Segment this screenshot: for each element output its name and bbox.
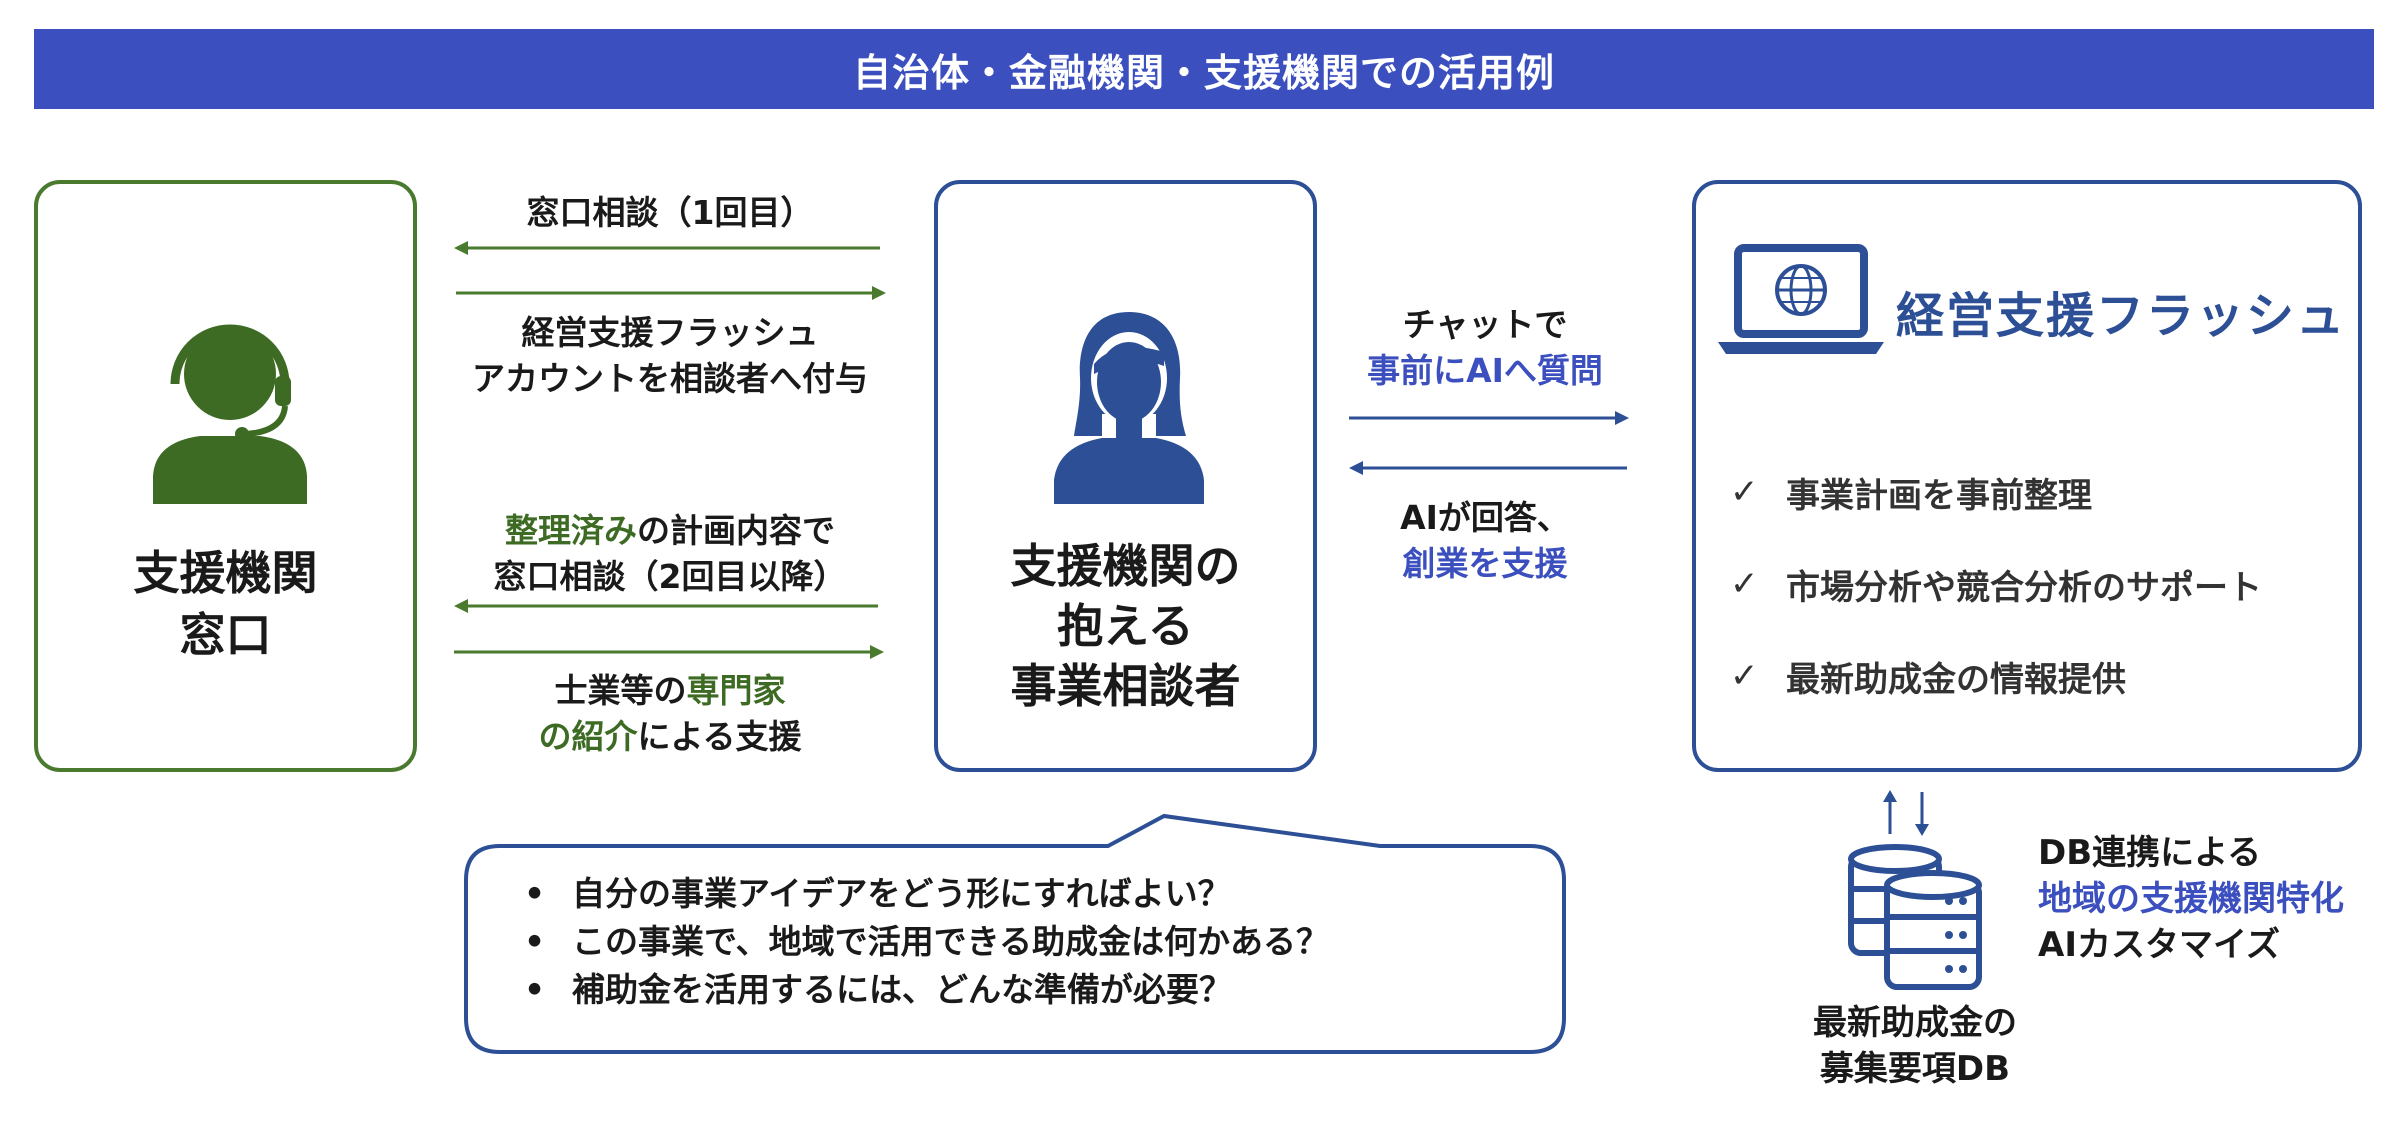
consultee-title-line1: 支援機関の <box>1010 539 1241 593</box>
consultee-box: 支援機関の 抱える 事業相談者 <box>934 180 1317 772</box>
page-title-banner: 自治体・金融機関・支援機関での活用例 <box>34 29 2374 109</box>
question-item: • 自分の事業アイデアをどう形にすればよい？ <box>524 874 1231 913</box>
laptop-globe-icon <box>1718 244 1884 354</box>
support-desk-title-line1: 支援機関 <box>133 546 318 600</box>
feature-item: ✓ 最新助成金の情報提供 <box>1730 656 2126 700</box>
db-sync-arrows <box>1883 790 1929 836</box>
feature-item: ✓ 事業計画を事前整理 <box>1730 472 2092 516</box>
arrow-to-client-1 <box>456 286 886 300</box>
database-caption: 最新助成金の 募集要項DB <box>1813 1003 2017 1089</box>
label-expert-referral: 士業等の専門家 の紹介による支援 <box>538 671 802 756</box>
label-account-grant: 経営支援フラッシュ アカウントを相談者へ付与 <box>472 313 868 398</box>
product-title: 経営支援フラッシュ <box>1896 288 2347 344</box>
feature-item: ✓ 市場分析や競合分析のサポート <box>1730 564 2262 608</box>
arrow-from-ai <box>1349 461 1627 475</box>
product-box: 経営支援フラッシュ ✓ 事業計画を事前整理 ✓ 市場分析や競合分析のサポート ✓… <box>1692 180 2362 772</box>
label-ai-answer: AIが回答、 創業を支援 <box>1400 498 1570 583</box>
db-integration-note: DB連携による 地域の支援機関特化 AIカスタマイズ <box>2038 833 2344 965</box>
support-desk-title-line2: 窓口 <box>179 608 272 662</box>
label-second-consultation: 整理済みの計画内容で 窓口相談（2回目以降） <box>493 511 847 596</box>
support-desk-box: 支援機関 窓口 <box>34 180 417 772</box>
consultee-title-line3: 事業相談者 <box>1010 659 1241 713</box>
feature-list: ✓ 事業計画を事前整理 ✓ 市場分析や競合分析のサポート ✓ 最新助成金の情報提… <box>1730 446 2262 722</box>
check-icon: ✓ <box>1730 564 1759 604</box>
headset-operator-icon <box>153 324 307 504</box>
question-item: • この事業で、地域で活用できる助成金は何かある？ <box>524 922 1330 961</box>
consultee-title-line2: 抱える <box>1057 599 1194 653</box>
page-title: 自治体・金融機関・支援機関での活用例 <box>852 50 1555 95</box>
arrow-to-ai <box>1349 411 1629 425</box>
arrow-to-client-2 <box>454 645 884 659</box>
question-list: • 自分の事業アイデアをどう形にすればよい？ • この事業で、地域で活用できる助… <box>506 870 1329 1014</box>
check-icon: ✓ <box>1730 656 1759 696</box>
database-icon <box>1848 844 1982 990</box>
arrow-to-desk-2 <box>454 599 878 613</box>
check-icon: ✓ <box>1730 472 1759 512</box>
label-first-consultation: 窓口相談（1回目） <box>526 193 814 232</box>
speech-bubble <box>464 813 1566 1054</box>
person-icon <box>1054 312 1204 504</box>
label-chat-question: チャットで 事前にAIへ質問 <box>1367 305 1603 390</box>
arrow-to-desk-1 <box>454 241 880 255</box>
question-item: • 補助金を活用するには、どんな準備が必要？ <box>524 970 1232 1009</box>
